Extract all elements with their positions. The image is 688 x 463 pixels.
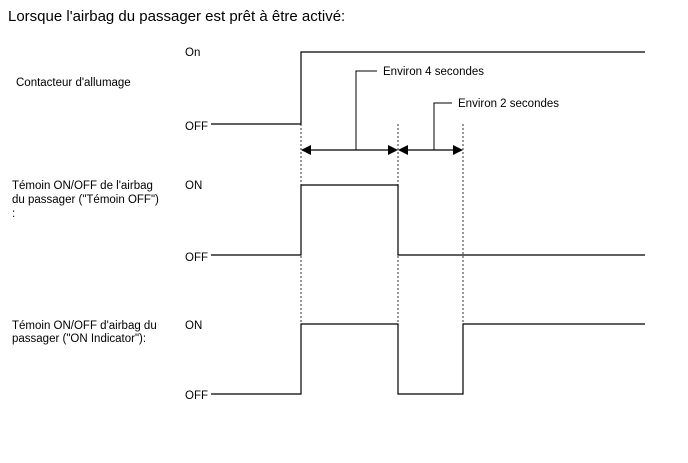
interval-2s-left-arrowhead xyxy=(398,145,408,155)
interval-2s-right-arrowhead xyxy=(453,145,463,155)
interval-2s-leader xyxy=(433,102,452,150)
signal-off-indicator-waveform xyxy=(211,184,645,256)
signal-ignition-waveform xyxy=(211,51,645,125)
signal-on-indicator-waveform xyxy=(211,323,645,395)
interval-4s-leader xyxy=(355,70,377,150)
signal-on-indicator-low-label: OFF xyxy=(185,390,208,402)
signal-off-indicator-label-line1: Témoin ON/OFF de l'airbag xyxy=(12,180,153,192)
signal-on-indicator-label-line2: passager ("ON Indicator"): xyxy=(12,333,146,345)
interval-4s-left-arrowhead xyxy=(301,145,311,155)
signal-off-indicator-high-label: ON xyxy=(185,180,202,192)
signal-off-indicator-label-line2: du passager ("Témoin OFF") xyxy=(12,194,159,206)
signal-on-indicator-high-label: ON xyxy=(185,320,202,332)
signal-ignition-low-label: OFF xyxy=(185,121,208,133)
interval-2s-dimension xyxy=(398,145,463,155)
interval-2s-label: Environ 2 secondes xyxy=(458,98,559,110)
signal-on-indicator-label-line1: Témoin ON/OFF d'airbag du xyxy=(12,320,157,332)
interval-4s-dimension xyxy=(301,145,398,155)
interval-4s-label: Environ 4 secondes xyxy=(383,66,484,78)
interval-4s-right-arrowhead xyxy=(388,145,398,155)
signal-ignition-label: Contacteur d'allumage xyxy=(16,77,131,89)
diagram-title: Lorsque l'airbag du passager est prêt à … xyxy=(8,8,345,25)
signal-off-indicator-low-label: OFF xyxy=(185,252,208,264)
signal-ignition-high-label: On xyxy=(185,47,200,59)
signal-off-indicator-label-line3: : xyxy=(12,208,15,220)
